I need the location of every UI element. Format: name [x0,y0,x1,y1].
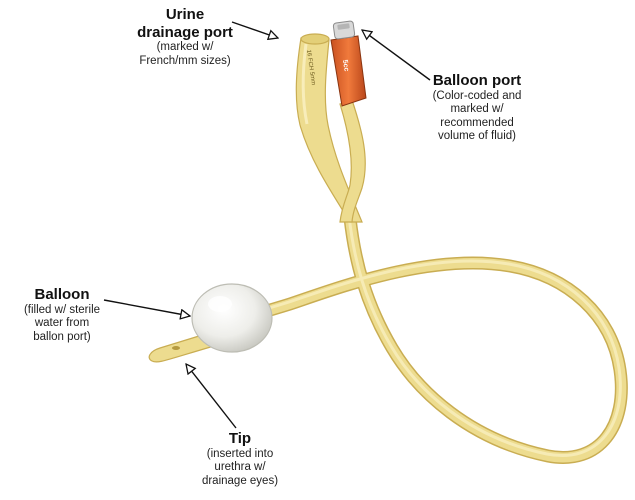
balloon-port-desc-line1: (Color-coded and [392,90,562,104]
tip-desc-line2: urethra w/ [150,461,330,475]
urine-drainage-port-label: Urine drainage port (marked w/ French/mm… [110,6,260,69]
catheter-shaft [213,216,621,458]
urine-port-title-line2: drainage port [110,24,260,42]
balloon-port-valve: 5cc [331,21,366,106]
tip-title: Tip [150,430,330,448]
balloon-port-label: Balloon port (Color-coded and marked w/ … [392,72,562,144]
leader-arrows [104,22,430,428]
balloon-label: Balloon (filled w/ sterile water from ba… [2,286,122,344]
urine-port-desc-line2: French/mm sizes) [110,55,260,69]
tip-desc-line3: drainage eyes) [150,475,330,489]
urine-port-title-line1: Urine [110,6,260,24]
urine-port-desc-line1: (marked w/ [110,41,260,55]
balloon-port-title: Balloon port [392,72,562,90]
balloon-port-desc-line2: marked w/ [392,103,562,117]
tip-label: Tip (inserted into urethra w/ drainage e… [150,430,330,488]
tip-desc-line1: (inserted into [150,448,330,462]
balloon-port-desc-line3: recommended [392,117,562,131]
balloon-title: Balloon [2,286,122,304]
balloon-desc-line1: (filled w/ sterile [2,304,122,318]
balloon-desc-line3: ballon port) [2,331,122,345]
balloon [192,284,272,352]
balloon-port-desc-line4: volume of fluid) [392,130,562,144]
tip-arrow [186,364,236,428]
balloon-port-arm [340,100,365,222]
balloon-desc-line2: water from [2,317,122,331]
